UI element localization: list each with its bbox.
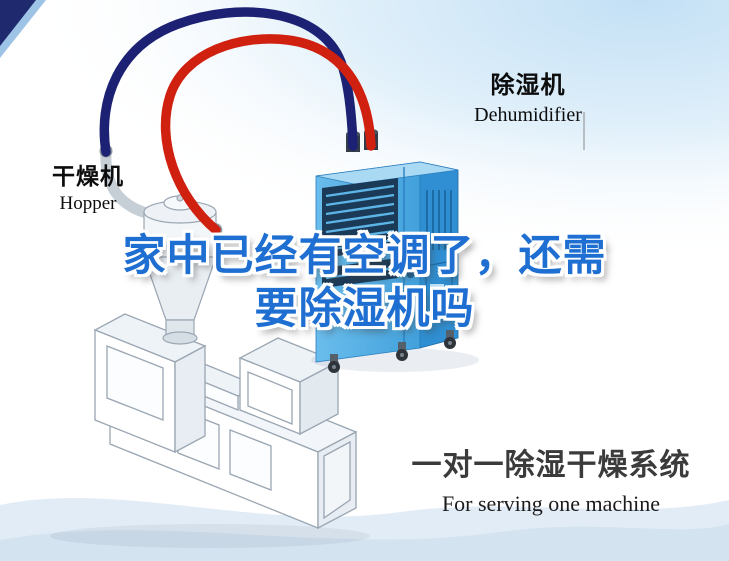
navy-hose bbox=[99, 7, 358, 157]
door-handle bbox=[407, 252, 414, 278]
headline-line-2: 要除湿机吗 bbox=[254, 285, 475, 333]
dehumidifier-label-cn: 除湿机 bbox=[490, 71, 566, 99]
corner-triangle bbox=[0, 0, 36, 46]
side-sticker bbox=[430, 284, 444, 293]
brand-mark bbox=[326, 300, 348, 307]
side-vent-slits bbox=[426, 190, 452, 250]
dehumidifier-label-en: Dehumidifier bbox=[474, 103, 582, 126]
side-panel bbox=[425, 260, 453, 321]
headline: 家中已经有空调了，还需 要除湿机吗 bbox=[0, 230, 729, 336]
bottom-wave-2 bbox=[0, 524, 729, 561]
dryer-label-en: Hopper bbox=[59, 193, 117, 215]
dehumidifier-label: 除湿机 Dehumidifier bbox=[456, 71, 600, 127]
footer-caption: 一对一除湿干燥系统 For serving one machine bbox=[386, 449, 716, 517]
footer-caption-cn: 一对一除湿干燥系统 bbox=[411, 448, 691, 483]
dryer-label: 干燥机 Hopper bbox=[36, 164, 140, 216]
footer-caption-en: For serving one machine bbox=[441, 491, 661, 516]
hopper-left-pipe bbox=[100, 144, 156, 220]
machine-shadow bbox=[50, 524, 370, 548]
dryer-label-cn: 干燥机 bbox=[52, 164, 124, 190]
red-hose bbox=[160, 34, 376, 235]
headline-line-1: 家中已经有空调了，还需 bbox=[122, 232, 607, 280]
caster-wheels bbox=[328, 330, 456, 373]
